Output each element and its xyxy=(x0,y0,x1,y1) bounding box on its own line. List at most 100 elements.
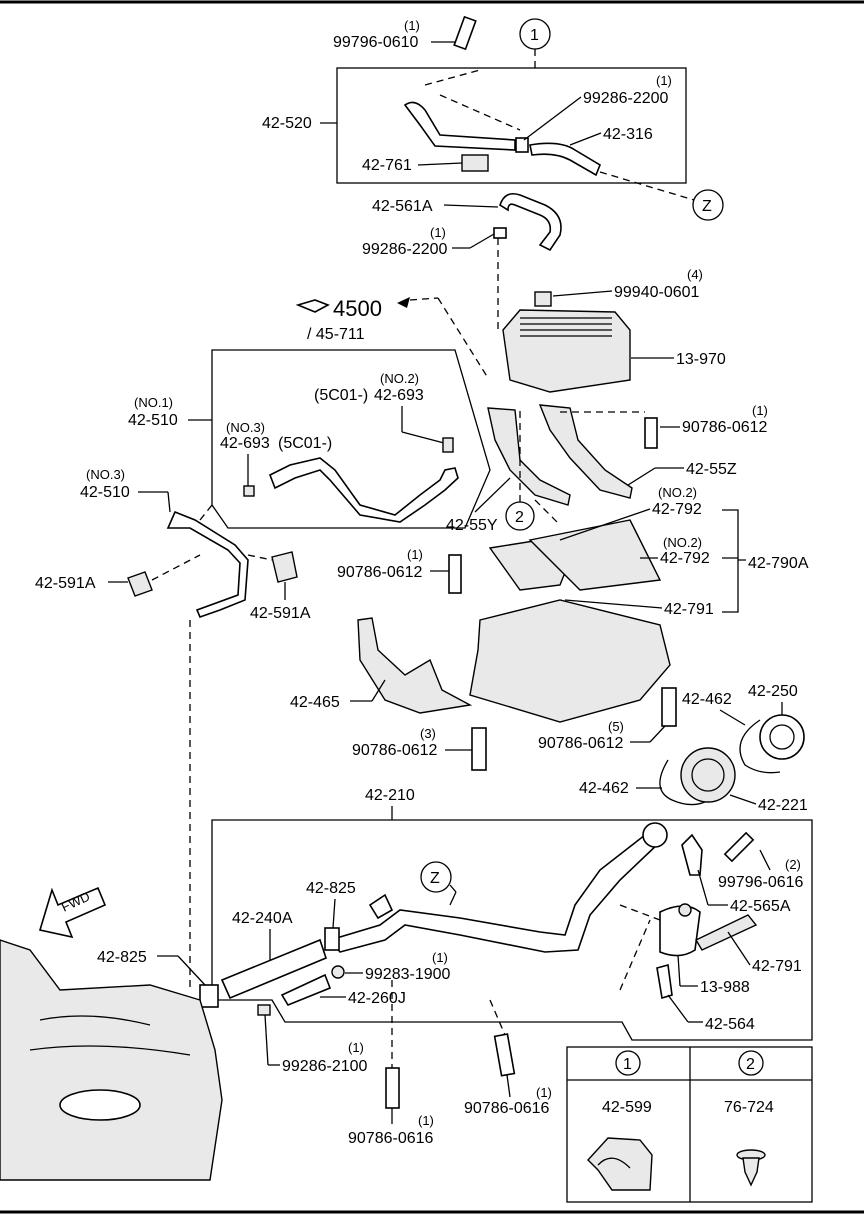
label-90786-0616-a: 90786-0616 xyxy=(348,1130,434,1147)
label-99286-2200: 99286-2200 xyxy=(583,90,669,107)
label-42-693-b: 42-693 xyxy=(374,387,424,404)
filler-neck xyxy=(642,822,668,848)
dashed-link xyxy=(424,69,481,86)
dashed-link xyxy=(534,499,561,526)
label-no3: (NO.3) xyxy=(226,420,265,435)
label-42-240A: 42-240A xyxy=(232,910,293,927)
ring-42-221 xyxy=(680,747,736,803)
label-42-210: 42-210 xyxy=(365,787,415,804)
label-42-55Y: 42-55Y xyxy=(446,517,498,534)
label-90786-0612-a: 90786-0612 xyxy=(682,419,768,436)
label-no3-b: (NO.3) xyxy=(86,467,125,482)
leader xyxy=(759,849,771,871)
fuel-tank xyxy=(0,939,223,1181)
label-no2: (NO.2) xyxy=(380,371,419,386)
label-42-825-a: 42-825 xyxy=(306,880,356,897)
leader xyxy=(523,96,582,141)
dashed-link xyxy=(599,171,695,201)
label-qty: (1) xyxy=(407,547,423,562)
callout-z-bottom-text: Z xyxy=(430,870,440,887)
bracket-42-55Y xyxy=(487,407,571,506)
bracket-42-55Z xyxy=(538,404,633,499)
label-42-792-b: 42-792 xyxy=(660,550,710,567)
hose-42-565A xyxy=(681,833,703,876)
legend-callout-1 xyxy=(615,1050,641,1076)
vent-pipe-42-510-no1 xyxy=(268,457,459,523)
clip-42-591A-a xyxy=(127,571,153,597)
clamp-99283-1900 xyxy=(331,965,345,979)
pipe-bracket xyxy=(368,893,394,920)
clamp-42-825-b xyxy=(199,984,219,1008)
gasket-42-462-a xyxy=(739,719,781,774)
label-42-791-b: 42-791 xyxy=(752,958,802,975)
label-42-561A: 42-561A xyxy=(372,198,433,215)
fitting-42-693-no2 xyxy=(442,437,454,453)
label-42-565A: 42-565A xyxy=(730,898,791,915)
push-rivet-76-724-icon xyxy=(736,1149,766,1187)
bolt-99796-0616 xyxy=(723,831,755,863)
heat-shield xyxy=(469,599,671,723)
label-5c01-a: (5C01-) xyxy=(278,435,332,452)
leader xyxy=(506,1074,511,1098)
dashed-link xyxy=(199,504,213,521)
label-42-792-a: 42-792 xyxy=(652,501,702,518)
leader xyxy=(569,132,602,146)
callout-z-text: Z xyxy=(702,198,712,215)
label-42-316: 42-316 xyxy=(603,126,653,143)
label-42-55Z: 42-55Z xyxy=(686,461,737,478)
label-42-250: 42-250 xyxy=(748,683,798,700)
leader xyxy=(474,477,511,513)
label-qty: (1) xyxy=(752,403,768,418)
ref-45-711: / 45-711 xyxy=(307,326,365,343)
callout-z-circle xyxy=(692,189,724,221)
label-99796-0610: 99796-0610 xyxy=(333,34,419,51)
filter-13-988 xyxy=(659,905,701,957)
clamp-99286-2200-b xyxy=(493,227,507,239)
clamp-99286-2200 xyxy=(515,137,529,153)
label-99283-1900: 99283-1900 xyxy=(365,966,451,983)
leader xyxy=(727,931,751,966)
label-42-761: 42-761 xyxy=(362,157,412,174)
label-5c01-b: (5C01-) xyxy=(314,387,368,404)
vent-pipe-42-520 xyxy=(403,101,516,151)
label-99796-0616: 99796-0616 xyxy=(718,874,804,891)
label-42-510-a: 42-510 xyxy=(128,412,178,429)
label-42-510-b: 42-510 xyxy=(80,484,130,501)
legend-table xyxy=(566,1046,813,1203)
box-42-510-no1 xyxy=(211,349,491,529)
legend-col2-part: 76-724 xyxy=(724,1099,774,1116)
label-qty: (5) xyxy=(608,719,624,734)
label-42-520: 42-520 xyxy=(262,115,312,132)
bolt-90786-0612-d xyxy=(661,687,677,727)
legend-col2-num: 2 xyxy=(746,1056,755,1073)
label-42-564: 42-564 xyxy=(705,1016,755,1033)
label-42-825-b: 42-825 xyxy=(97,949,147,966)
dashed-link xyxy=(247,554,273,561)
label-90786-0616-b: 90786-0616 xyxy=(464,1100,550,1117)
label-qty: (3) xyxy=(420,726,436,741)
pad-42-761 xyxy=(461,154,489,172)
callout-z-bottom-circle xyxy=(420,861,452,893)
legend-col1-num: 1 xyxy=(623,1056,632,1073)
hose-42-240A xyxy=(220,938,327,1000)
ref-4500: 4500 xyxy=(333,296,382,321)
bracket-42-465 xyxy=(357,617,473,714)
clamp-42-825-a xyxy=(324,927,340,951)
leader xyxy=(564,599,663,609)
label-42-591A-a: 42-591A xyxy=(35,575,96,592)
box-42-520 xyxy=(336,67,687,184)
label-no1: (NO.1) xyxy=(134,395,173,410)
cap-42-250 xyxy=(759,714,805,760)
legend-col1-part: 42-599 xyxy=(602,1099,652,1116)
box-42-210 xyxy=(211,819,813,1041)
callout-2-text: 2 xyxy=(515,509,524,526)
label-42-462-b: 42-462 xyxy=(579,780,629,797)
bolt-90786-0612-a xyxy=(644,417,658,449)
label-qty: (1) xyxy=(418,1113,434,1128)
hose-42-260J xyxy=(280,973,332,1006)
bolt-90786-0612-b xyxy=(448,554,462,594)
label-90786-0612-b: 90786-0612 xyxy=(337,564,423,581)
fwd-arrow-icon xyxy=(38,886,107,939)
tank-contour xyxy=(29,1015,191,1056)
leader xyxy=(332,898,336,929)
